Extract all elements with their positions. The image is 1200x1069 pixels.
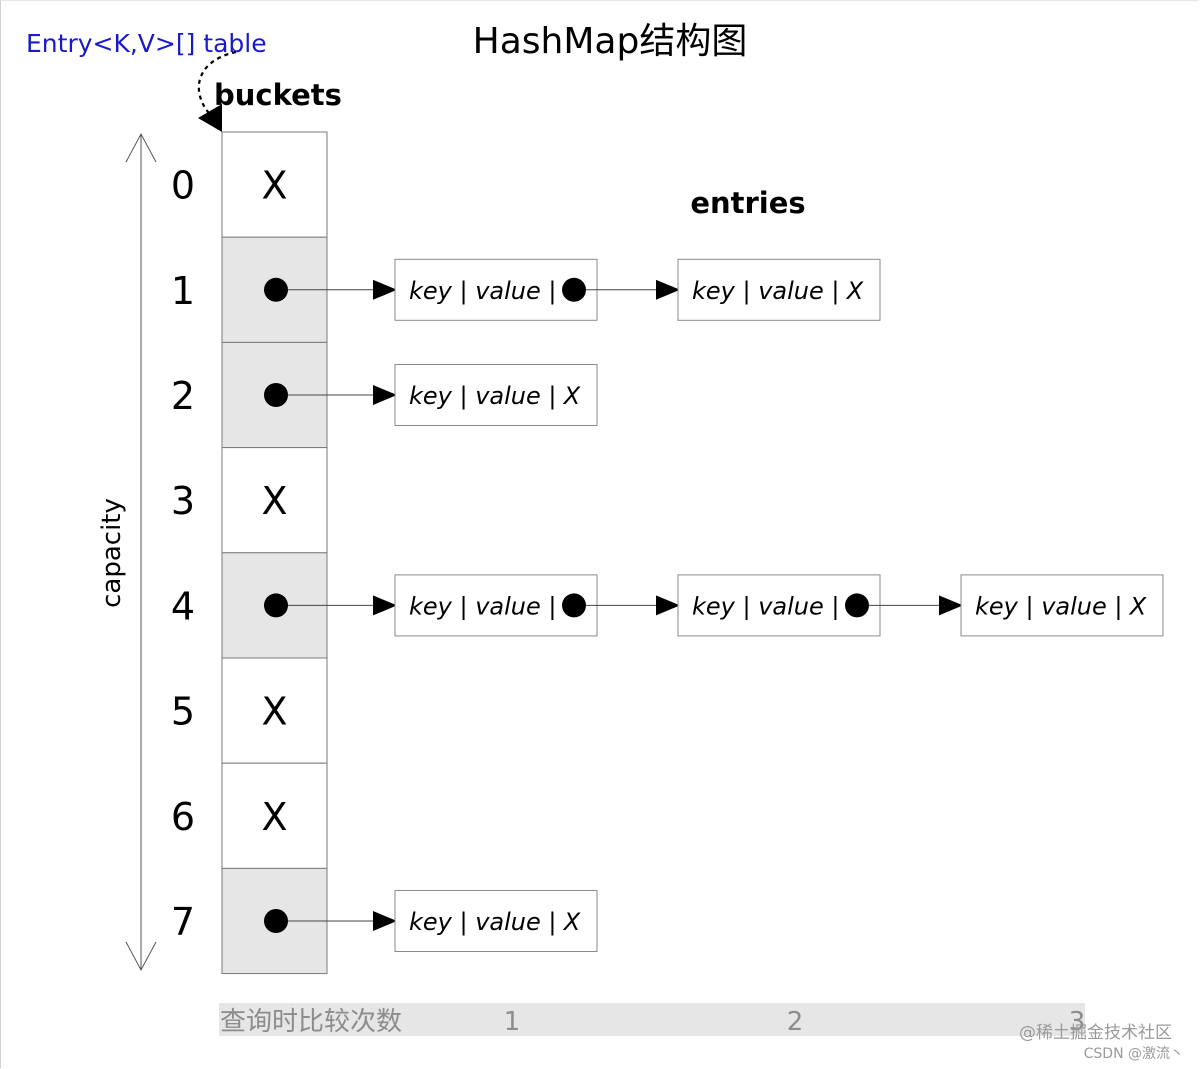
entry-box [677,258,881,321]
next-pointer-dot [562,593,586,618]
bucket-cell [221,762,328,869]
entry-box [394,890,598,952]
null-mark: X [562,382,581,410]
diagram-title: HashMap结构图 [473,21,748,62]
footer-label: 查询时比较次数 [220,1007,402,1037]
footer-count-3: 3 [1069,1007,1086,1037]
pointer-dot [264,593,288,618]
entry-node: key | value | [394,258,680,321]
entry-box [394,364,598,426]
entry-text: key | value | [409,382,556,410]
entry-text: key | value | [409,908,556,936]
null-mark: X [261,690,287,734]
pointer-dot [264,383,288,407]
footer-bar [219,1003,1085,1036]
bucket-index: 1 [171,269,195,313]
entry-text: key | value | [975,592,1122,620]
entry-box [960,574,1164,637]
entry-node: key | value |X [394,890,598,952]
entry-text: key | value | [409,592,556,620]
bucket-row: 2 key | value |X [171,341,598,449]
next-pointer-dot [562,277,586,302]
bucket-row: 7 key | value |X [171,867,598,975]
entry-node: key | value | [677,574,963,637]
bucket-cell [221,657,328,764]
table-pointer-arrow [197,50,237,123]
bucket-index: 5 [171,690,195,734]
footer-count-2: 2 [787,1007,804,1037]
bucket-index: 3 [171,479,195,523]
entry-text: key | value | [409,277,556,305]
entry-text: key | value | [692,592,839,620]
null-mark: X [261,164,287,208]
footer-count-1: 1 [504,1007,521,1037]
bucket-index: 2 [171,374,195,418]
bucket-cell [221,447,328,554]
capacity-label: capacity [97,498,127,608]
entry-node: key | value |X [394,364,598,426]
entry-node: key | value |X [677,258,881,321]
table-label: Entry<K,V>[] table [26,29,267,58]
pointer-dot [264,277,288,302]
bucket-index: 4 [171,584,195,628]
bucket-index: 7 [171,900,195,944]
pointer-dot [264,909,288,933]
buckets-label: buckets [214,78,342,112]
next-pointer-dot [845,593,869,618]
bucket-cell [221,131,328,238]
watermark-line2: CSDN @激流丶 [1084,1045,1184,1062]
null-mark: X [562,908,581,936]
bucket-index: 6 [171,795,195,839]
entry-text: key | value | [692,277,839,305]
bucket-index: 0 [171,164,195,208]
null-mark: X [261,795,287,839]
null-mark: X [261,479,287,523]
table-pointer-arrowhead [198,104,222,132]
watermark-line1: @稀土掘金技术社区 [1019,1023,1172,1043]
null-mark: X [845,277,864,305]
null-mark: X [1128,592,1147,620]
entry-node: key | value |X [960,574,1164,637]
entries-label: entries [690,186,805,220]
entry-node: key | value | [394,574,680,637]
